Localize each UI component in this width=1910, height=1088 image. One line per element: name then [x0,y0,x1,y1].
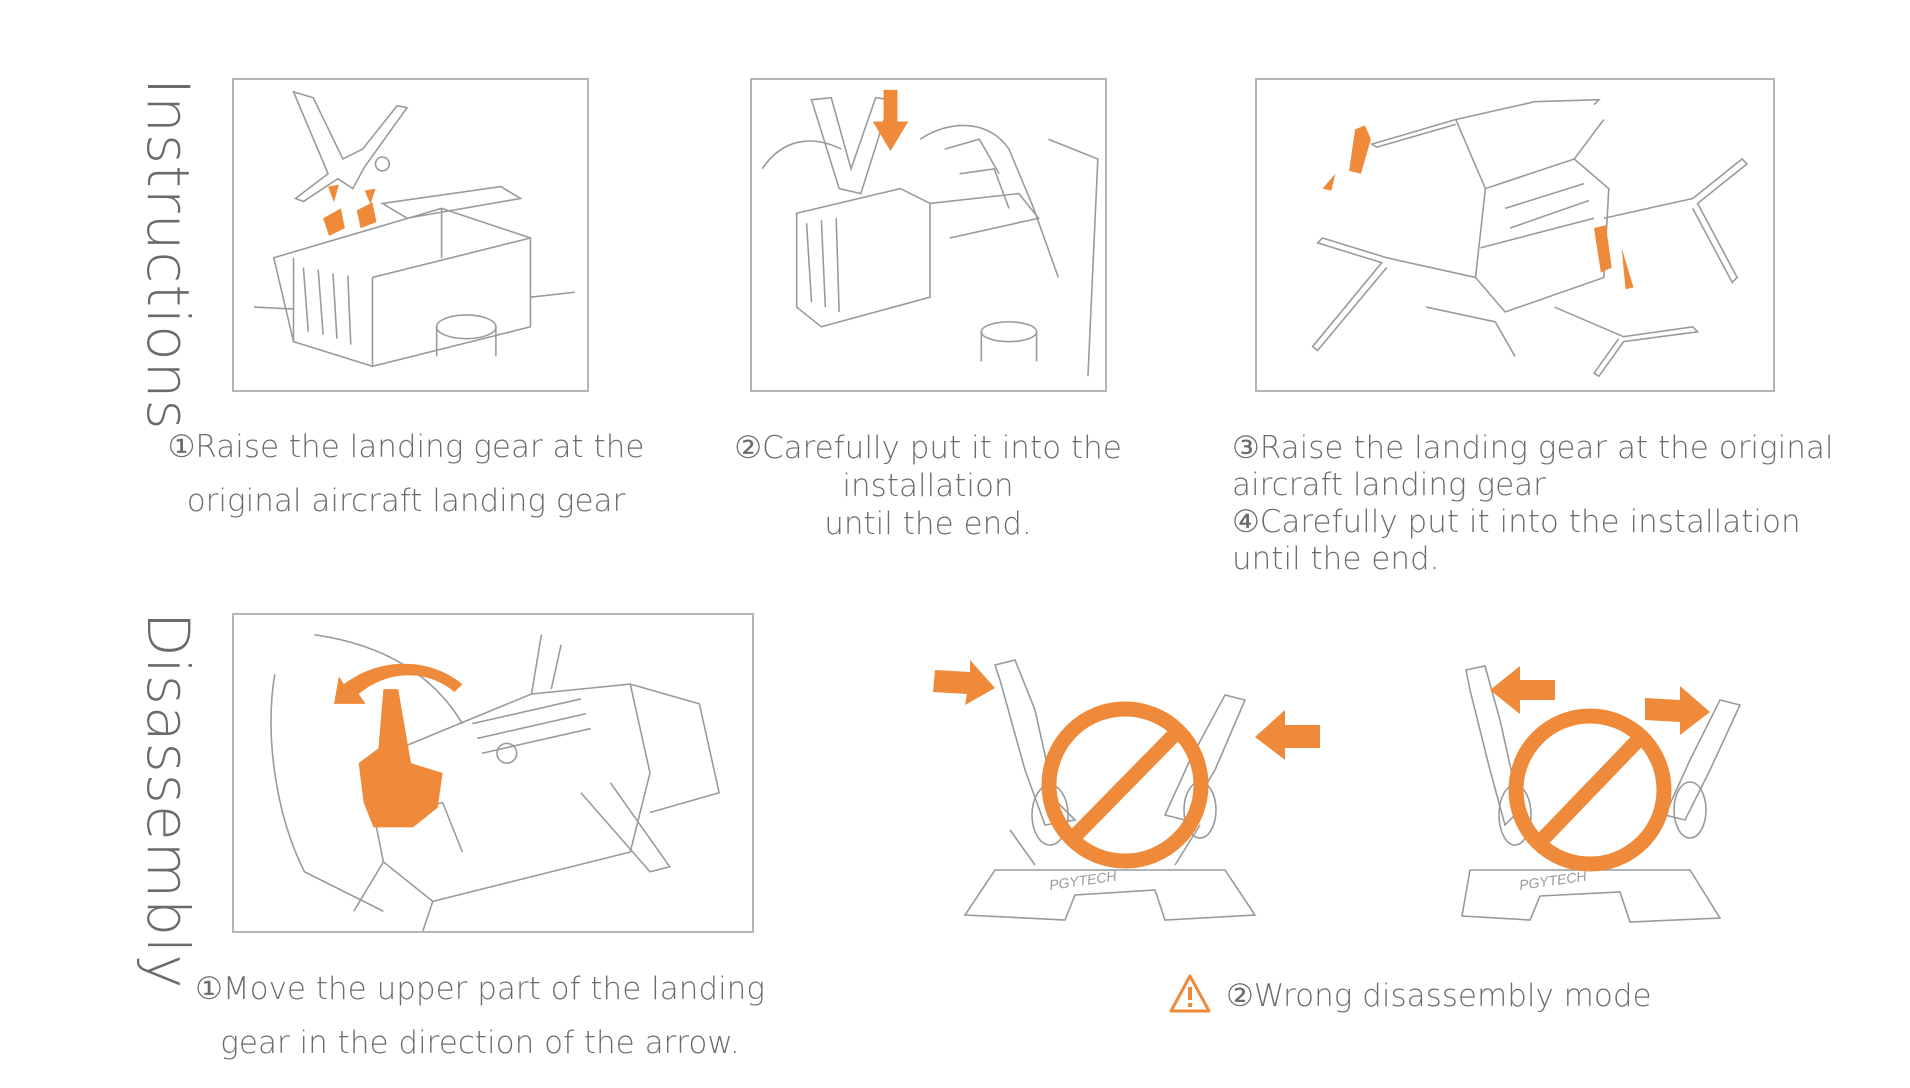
brand-mark: PGYTECH [1518,868,1588,893]
instruction-caption-2: ②Carefully put it into the installation … [648,430,1208,543]
caption-line: until the end. [1232,541,1440,577]
caption-line: until the end. [824,505,1032,542]
caption-line: aircraft landing gear [1232,467,1546,503]
caption-line: gear in the direction of the arrow. [220,1025,740,1061]
disassembly-image-1 [232,613,754,933]
wrong-disassembly-image-1: PGYTECH [925,650,1325,930]
prohibited-icon [1041,701,1209,869]
caption-line: ①Raise the landing gear at the [167,429,645,465]
instruction-caption-3: ③Raise the landing gear at the original … [1232,430,1852,578]
arrow-icon [933,660,1320,760]
caption-line: original aircraft landing gear [186,483,626,519]
caption-line: ③Raise the landing gear at the original [1232,430,1834,466]
caption-line: ②Carefully put it into the installation [734,430,1122,504]
disassembly-caption-1: ①Move the upper part of the landing gear… [180,962,780,1070]
instruction-image-2 [750,78,1107,392]
instruction-image-1 [232,78,589,392]
warning-icon [1168,973,1212,1015]
wrong-disassembly-image-2: PGYTECH [1460,650,1760,930]
disassembly-title: Disassembly [134,612,202,990]
caption-line: ①Move the upper part of the landing [195,971,765,1007]
prohibited-icon [1508,708,1672,872]
arrow-icon [1490,666,1710,735]
brand-mark: PGYTECH [1048,868,1118,893]
instruction-image-3 [1255,78,1775,392]
caption-line: ②Wrong disassembly mode [1226,978,1652,1014]
disassembly-caption-2: ②Wrong disassembly mode [1226,978,1726,1016]
caption-line: ④Carefully put it into the installation [1232,504,1801,540]
instructions-title: Instructions [134,78,202,431]
instruction-caption-1: ①Raise the landing gear at the original … [166,420,646,528]
